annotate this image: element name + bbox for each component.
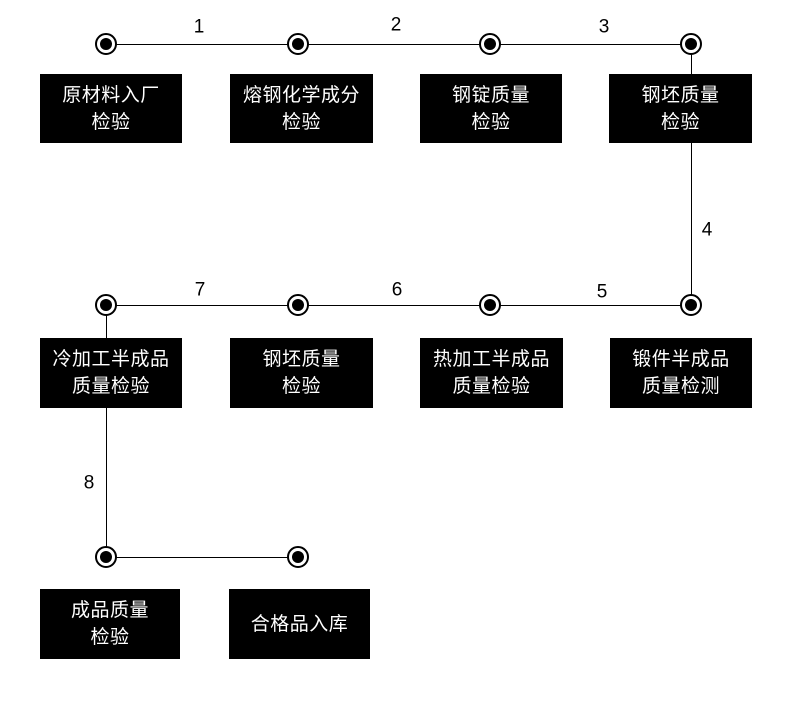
node-dot-icon xyxy=(100,299,112,311)
box-raw-material-incoming-inspection: 原材料入厂 检验 xyxy=(40,74,182,143)
box-billet-quality-inspection-top: 钢坯质量 检验 xyxy=(609,74,752,143)
connector-label-2: 2 xyxy=(390,14,402,36)
connector-node xyxy=(95,546,117,568)
connector-node xyxy=(95,294,117,316)
line-top-horizontal xyxy=(106,44,691,45)
box-molten-steel-composition-inspection: 熔钢化学成分 检验 xyxy=(230,74,373,143)
box-label-line: 冷加工半成品 xyxy=(52,349,170,370)
node-dot-icon xyxy=(484,299,496,311)
box-label-line: 检验 xyxy=(660,111,700,133)
box-label-line: 检验 xyxy=(281,376,321,397)
box-label-line: 锻件半成品 xyxy=(632,349,730,370)
connector-node xyxy=(287,33,309,55)
line-right-vertical xyxy=(691,44,692,305)
connector-node xyxy=(479,33,501,55)
line-middle-horizontal xyxy=(106,305,691,306)
connector-label-4: 4 xyxy=(701,219,713,241)
node-dot-icon xyxy=(292,551,304,563)
node-dot-icon xyxy=(292,38,304,50)
box-label-line: 质量检验 xyxy=(71,376,150,397)
box-cold-work-semi-finished-inspection: 冷加工半成品 质量检验 xyxy=(40,338,182,408)
connector-node xyxy=(680,294,702,316)
box-hot-work-semi-finished-inspection: 热加工半成品 质量检验 xyxy=(420,338,563,408)
box-ingot-quality-inspection: 钢锭质量 检验 xyxy=(420,74,562,143)
box-label-line: 成品质量 xyxy=(70,600,149,621)
node-dot-icon xyxy=(484,38,496,50)
box-label-line: 检验 xyxy=(281,111,321,133)
node-dot-icon xyxy=(100,38,112,50)
box-label-line: 钢锭质量 xyxy=(451,84,530,106)
box-label-line: 钢坯质量 xyxy=(262,349,341,370)
connector-label-6: 6 xyxy=(391,279,403,301)
connector-node xyxy=(680,33,702,55)
box-label-line: 检验 xyxy=(90,627,130,648)
box-label-line: 质量检测 xyxy=(641,376,720,397)
box-forging-semi-finished-testing: 锻件半成品 质量检测 xyxy=(610,338,752,408)
connector-node xyxy=(479,294,501,316)
node-dot-icon xyxy=(100,551,112,563)
line-left-vertical xyxy=(106,305,107,557)
node-dot-icon xyxy=(292,299,304,311)
box-label-line: 检验 xyxy=(471,111,511,133)
box-label-line: 检验 xyxy=(91,111,131,133)
box-label-line: 合格品入库 xyxy=(250,613,349,635)
box-label-line: 质量检验 xyxy=(452,376,531,397)
connector-node xyxy=(95,33,117,55)
connector-label-7: 7 xyxy=(194,279,206,301)
box-label-line: 热加工半成品 xyxy=(432,349,550,370)
connector-label-8: 8 xyxy=(83,472,95,494)
box-billet-quality-inspection-mid: 钢坯质量 检验 xyxy=(230,338,373,408)
connector-label-5: 5 xyxy=(596,281,608,303)
node-dot-icon xyxy=(685,38,697,50)
box-label-line: 钢坯质量 xyxy=(641,84,720,106)
connector-node xyxy=(287,546,309,568)
box-finished-product-inspection: 成品质量 检验 xyxy=(40,589,180,659)
node-dot-icon xyxy=(685,299,697,311)
box-qualified-product-storage: 合格品入库 xyxy=(229,589,370,659)
connector-label-1: 1 xyxy=(193,16,205,38)
connector-node xyxy=(287,294,309,316)
connector-label-3: 3 xyxy=(598,16,610,38)
line-bottom-horizontal xyxy=(106,557,298,558)
box-label-line: 熔钢化学成分 xyxy=(242,84,360,106)
box-label-line: 原材料入厂 xyxy=(62,84,160,106)
